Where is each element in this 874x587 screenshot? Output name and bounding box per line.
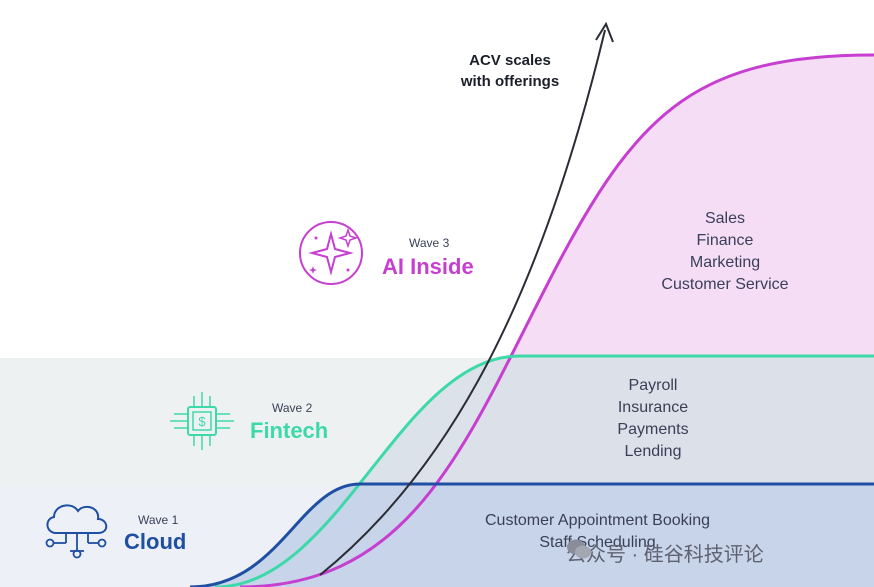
offering-payroll: Payroll xyxy=(628,377,678,394)
dollar-chip-icon: $ xyxy=(170,392,234,450)
watermark: 公众号 · 硅谷科技评论 xyxy=(566,538,764,567)
watermark-text: 公众号 · 硅谷科技评论 xyxy=(566,544,764,566)
wave1-area xyxy=(190,484,874,587)
wave1-line xyxy=(189,482,874,587)
cloud-network-icon xyxy=(45,504,108,559)
offering-insurance: Insurance xyxy=(617,399,689,416)
wave3-kicker: Wave 3 xyxy=(409,236,450,250)
acv-arrow-head xyxy=(595,21,614,43)
sparkles-icon xyxy=(299,221,363,285)
acv-arrow-label: ACV scales with offerings xyxy=(440,50,580,92)
wave3-line xyxy=(239,53,874,587)
offering-finance: Finance xyxy=(696,232,754,249)
wechat-icon xyxy=(567,539,591,559)
wave3-offerings: Sales Finance Marketing Customer Service xyxy=(630,208,820,296)
wave2-kicker: Wave 2 xyxy=(272,401,313,415)
wave1-kicker: Wave 1 xyxy=(138,513,179,527)
wave2-title: Fintech xyxy=(250,418,329,443)
wave3-title: AI Inside xyxy=(382,254,474,279)
wave1-title: Cloud xyxy=(124,529,187,554)
offering-payments: Payments xyxy=(617,421,689,438)
acv-label-line2: with offerings xyxy=(460,73,560,90)
offering-customer-service: Customer Service xyxy=(661,276,789,293)
acv-label-line1: ACV scales xyxy=(469,52,551,69)
wave2-offerings: Payroll Insurance Payments Lending xyxy=(573,375,733,463)
offering-lending: Lending xyxy=(624,443,682,460)
svg-text:$: $ xyxy=(198,414,206,429)
wave2-line xyxy=(214,354,874,587)
offering-appointment-booking: Customer Appointment Booking xyxy=(484,512,710,529)
offering-marketing: Marketing xyxy=(689,254,761,271)
offering-sales: Sales xyxy=(704,210,746,227)
acv-arrow-line xyxy=(319,29,606,576)
